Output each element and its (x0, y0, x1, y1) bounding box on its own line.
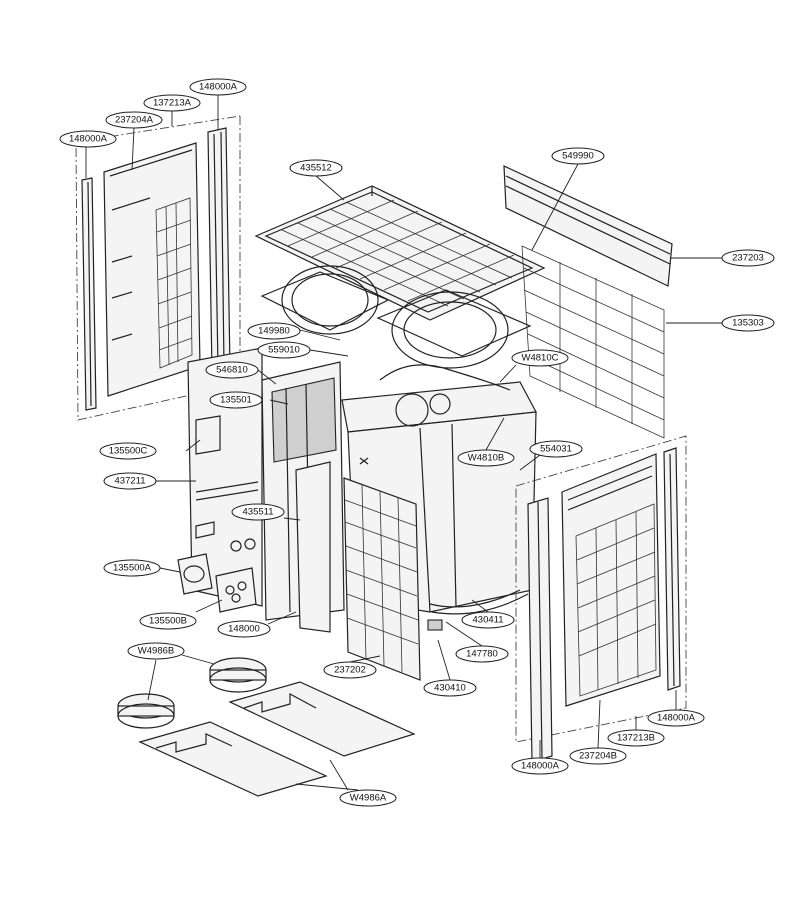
svg-text:135500B: 135500B (149, 616, 187, 627)
callout-430411: 430411 (461, 611, 515, 629)
svg-text:148000A: 148000A (657, 713, 696, 724)
svg-text:549990: 549990 (562, 151, 594, 162)
svg-text:135500C: 135500C (109, 446, 148, 457)
callout-430410: 430410 (423, 679, 477, 697)
svg-text:237203: 237203 (732, 253, 764, 264)
callout-148000: 148000 (217, 620, 271, 638)
right-side-panel (561, 453, 661, 707)
svg-text:148000: 148000 (228, 624, 260, 635)
callout-435512: 435512 (289, 159, 343, 177)
callout-549990: 549990 (551, 147, 605, 165)
callout-W4986A: W4986A (339, 789, 397, 807)
svg-text:237204A: 237204A (115, 115, 154, 126)
callout-435511: 435511 (231, 503, 285, 521)
rear-heat-exchanger (503, 165, 673, 439)
base-covers (117, 657, 416, 797)
leader-lines (85, 95, 724, 791)
callout-546810: 546810 (205, 361, 259, 379)
knockout-caps (177, 553, 257, 613)
svg-text:148000A: 148000A (69, 134, 108, 145)
callout-137213B: 137213B (607, 729, 665, 747)
callout-W4810B: W4810B (457, 449, 515, 467)
callout-148000A-bottom: 148000A (511, 757, 569, 775)
callout-437211: 437211 (103, 472, 157, 490)
callout-135501: 135501 (209, 391, 263, 409)
svg-text:149980: 149980 (258, 326, 290, 337)
callout-237204A: 237204A (105, 111, 163, 129)
right-side-assembly (515, 435, 687, 763)
svg-text:437211: 437211 (115, 476, 146, 487)
svg-text:148000A: 148000A (521, 761, 560, 772)
svg-text:135500A: 135500A (113, 563, 152, 574)
svg-text:430410: 430410 (434, 683, 466, 694)
callout-237202: 237202 (323, 661, 377, 679)
callout-137213A: 137213A (143, 94, 201, 112)
callout-W4986B: W4986B (127, 642, 185, 660)
left-corner-post (207, 127, 231, 373)
callout-W4810C: W4810C (511, 349, 569, 367)
svg-text:237202: 237202 (334, 665, 366, 676)
callout-559010: 559010 (257, 341, 311, 359)
top-fan-guard (254, 185, 546, 321)
callout-135500A: 135500A (103, 559, 161, 577)
svg-text:137213A: 137213A (153, 98, 192, 109)
svg-text:554031: 554031 (540, 444, 572, 455)
fan-assembly (260, 265, 532, 369)
svg-text:135303: 135303 (732, 318, 764, 329)
left-side-panel (103, 142, 201, 397)
callout-148000A-top: 148000A (189, 78, 247, 96)
svg-text:237204B: 237204B (579, 751, 617, 762)
svg-text:546810: 546810 (216, 365, 248, 376)
svg-text:137213B: 137213B (617, 733, 655, 744)
svg-text:135501: 135501 (220, 395, 252, 406)
svg-text:430411: 430411 (473, 615, 504, 626)
svg-text:W4810B: W4810B (468, 453, 504, 464)
callout-554031: 554031 (529, 440, 583, 458)
front-left-panel (187, 347, 263, 607)
svg-text:W4986A: W4986A (350, 793, 387, 804)
callouts: 148000A 137213A 237204A 148000A 435512 5… (59, 78, 775, 807)
svg-text:435512: 435512 (300, 163, 332, 174)
callout-149980: 149980 (247, 322, 301, 340)
callout-135500C: 135500C (99, 442, 157, 460)
callout-135303: 135303 (721, 314, 775, 332)
callout-148000A-right: 148000A (647, 709, 705, 727)
svg-text:148000A: 148000A (199, 82, 238, 93)
callout-135500B: 135500B (139, 612, 197, 630)
svg-text:147780: 147780 (466, 649, 498, 660)
callout-147780: 147780 (455, 645, 509, 663)
callout-148000A-left: 148000A (59, 130, 117, 148)
callout-237203: 237203 (721, 249, 775, 267)
svg-text:559010: 559010 (268, 345, 300, 356)
callout-237204B: 237204B (569, 747, 627, 765)
svg-text:W4986B: W4986B (138, 646, 174, 657)
svg-text:W4810C: W4810C (522, 353, 559, 364)
svg-text:435511: 435511 (243, 507, 274, 518)
